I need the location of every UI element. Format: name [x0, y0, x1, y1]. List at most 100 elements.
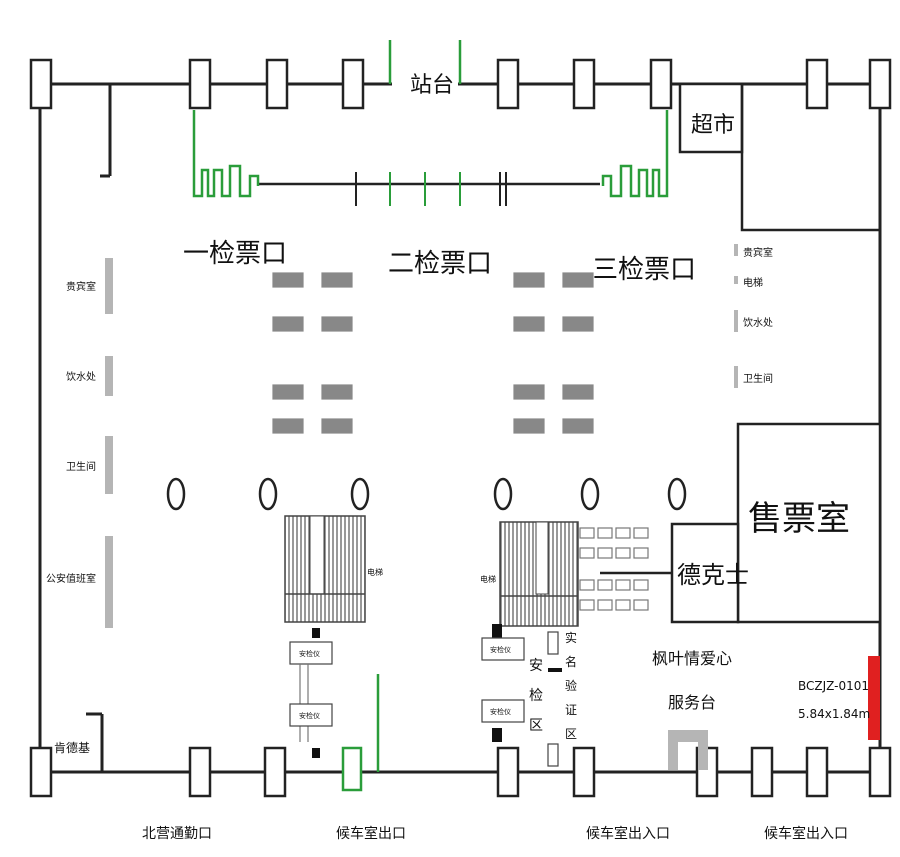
- zone-bar: [105, 356, 113, 396]
- seat: [615, 547, 631, 559]
- zone-bar: [105, 436, 113, 494]
- entrance-waiting-label-2: 候车室出入口: [764, 825, 848, 842]
- svg-text:名: 名: [565, 654, 577, 669]
- seat: [597, 547, 613, 559]
- seating-left: [271, 271, 354, 435]
- pillar: [258, 477, 278, 511]
- round-pillars: [166, 477, 687, 511]
- seat: [615, 527, 631, 539]
- seat: [579, 599, 595, 611]
- seat: [633, 599, 649, 611]
- zone-bar: [734, 244, 738, 256]
- platform-label: 站台: [410, 73, 454, 98]
- column: [572, 58, 596, 110]
- seat-row: [320, 383, 354, 401]
- seat-row: [512, 315, 546, 333]
- exit-waiting-label: 候车室出口: [336, 825, 406, 842]
- supermarket-label: 超市: [691, 113, 735, 138]
- zone-bar: [734, 310, 738, 332]
- escalator-left-label: 电梯: [367, 567, 383, 577]
- seat: [579, 547, 595, 559]
- seat-row: [320, 417, 354, 435]
- security-scanner: [289, 703, 333, 727]
- ticket-office-room: [736, 422, 882, 624]
- seat: [615, 579, 631, 591]
- seating-dicos: [579, 527, 649, 611]
- right-elevator-label: 电梯: [743, 276, 763, 289]
- billboard-marker: [868, 656, 880, 740]
- column: [496, 58, 520, 110]
- zone-bar: [734, 276, 738, 284]
- seat: [633, 547, 649, 559]
- column: [750, 746, 774, 798]
- security-scanner: [481, 699, 525, 723]
- seat-row: [271, 271, 305, 289]
- seat: [597, 579, 613, 591]
- right-toilet-label: 卫生间: [743, 372, 773, 385]
- seat-row: [561, 417, 595, 435]
- kfc-label: 肯德基: [54, 740, 90, 755]
- svg-text:实: 实: [565, 630, 577, 645]
- left-facility-bars: [105, 258, 113, 628]
- column: [188, 58, 212, 110]
- column: [29, 746, 53, 798]
- ticket-office-label: 售票室: [748, 499, 850, 539]
- ticket-gate-barrier: [192, 110, 669, 206]
- seat-row: [512, 417, 546, 435]
- column: [341, 58, 365, 110]
- column: [188, 746, 212, 798]
- seat-row: [512, 271, 546, 289]
- column: [805, 746, 829, 798]
- right-vip-label: 贵宾室: [743, 246, 773, 259]
- pillar: [493, 477, 513, 511]
- seat-row: [561, 315, 595, 333]
- platform-opening: [388, 40, 462, 84]
- security-scanner-label: 安检仪: [299, 649, 320, 658]
- escalator-right-label: 电梯: [480, 574, 496, 584]
- seating-right: [512, 271, 595, 435]
- seat: [597, 527, 613, 539]
- svg-text:区: 区: [529, 718, 543, 734]
- svg-text:区: 区: [565, 727, 577, 741]
- top-columns: [29, 58, 892, 110]
- pillar: [667, 477, 687, 511]
- entrance-waiting-label-1: 候车室出入口: [586, 825, 670, 842]
- seat: [579, 527, 595, 539]
- right-facility-bars: [734, 244, 738, 388]
- seat-row: [271, 383, 305, 401]
- seat-row: [561, 383, 595, 401]
- billboard-code: BCZJZ-0101: [798, 679, 869, 693]
- seat-row: [320, 271, 354, 289]
- dicos-label: 德克士: [677, 561, 749, 589]
- seat-row: [271, 417, 305, 435]
- escalator-right: [499, 521, 579, 627]
- security-scanner: [481, 637, 525, 661]
- svg-text:检: 检: [529, 688, 543, 704]
- left-toilet-label: 卫生间: [66, 460, 96, 473]
- seat: [633, 579, 649, 591]
- security-area-label: 安 检 区: [529, 658, 543, 734]
- exit-door-green: [341, 746, 363, 792]
- service-desk-label-1: 枫叶情爱心: [652, 649, 732, 668]
- column: [649, 58, 673, 110]
- seat: [633, 527, 649, 539]
- security-scanner-label: 安检仪: [490, 707, 511, 716]
- column: [572, 746, 596, 798]
- seat: [615, 599, 631, 611]
- service-desk: [668, 730, 708, 770]
- right-water-label: 饮水处: [743, 316, 773, 329]
- column: [496, 746, 520, 798]
- svg-text:证: 证: [565, 703, 577, 717]
- seat-row: [271, 315, 305, 333]
- right-rooms: [670, 82, 882, 624]
- security-left: [289, 628, 333, 758]
- svg-text:安: 安: [529, 658, 543, 674]
- pillar: [166, 477, 186, 511]
- zone-bar: [734, 366, 738, 388]
- service-desk-label-2: 服务台: [668, 693, 716, 712]
- gate2-label: 二检票口: [388, 249, 492, 279]
- pillar: [350, 477, 370, 511]
- security-scanner: [289, 641, 333, 665]
- supermarket-room: [678, 82, 744, 154]
